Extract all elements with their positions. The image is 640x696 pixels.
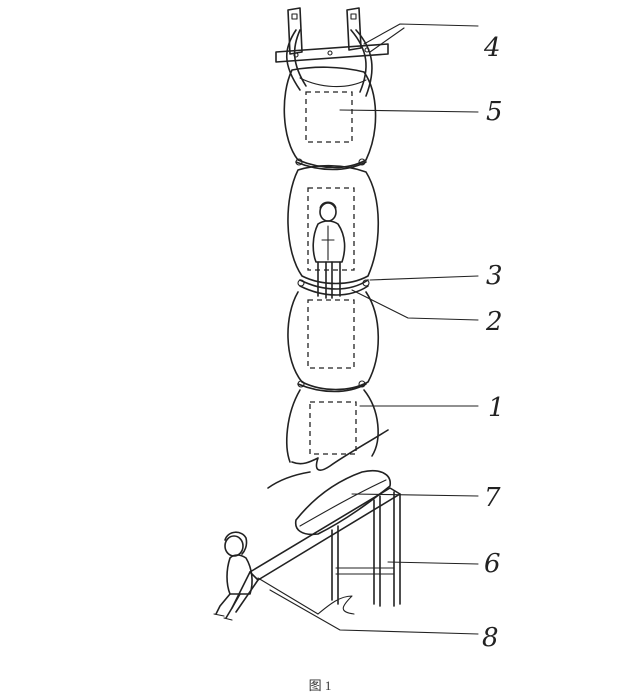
hanger-bracket-assembly	[275, 7, 389, 97]
slide-frame	[231, 487, 401, 615]
label-1: 1	[488, 393, 505, 423]
person-in-chute	[312, 201, 346, 299]
chute-section-bottom	[267, 389, 389, 489]
label-5: 5	[486, 97, 503, 127]
label-6: 6	[484, 549, 501, 579]
landing-cushion	[294, 470, 391, 536]
leader-lines	[269, 23, 479, 635]
label-3: 3	[486, 261, 503, 291]
figure-caption: 图 1	[309, 678, 332, 693]
chute-section-2	[287, 164, 380, 285]
chute-joint-ring-2	[297, 279, 370, 296]
label-8: 8	[482, 623, 499, 653]
chute-section-3	[287, 291, 380, 391]
label-7: 7	[484, 483, 501, 513]
chute-joint-ring-1	[295, 158, 367, 171]
label-2: 2	[485, 307, 503, 337]
chute-section-top	[283, 66, 377, 169]
person-at-slide-bottom	[213, 531, 253, 621]
chute-joint-ring-3	[297, 380, 367, 393]
label-4: 4	[483, 33, 501, 63]
